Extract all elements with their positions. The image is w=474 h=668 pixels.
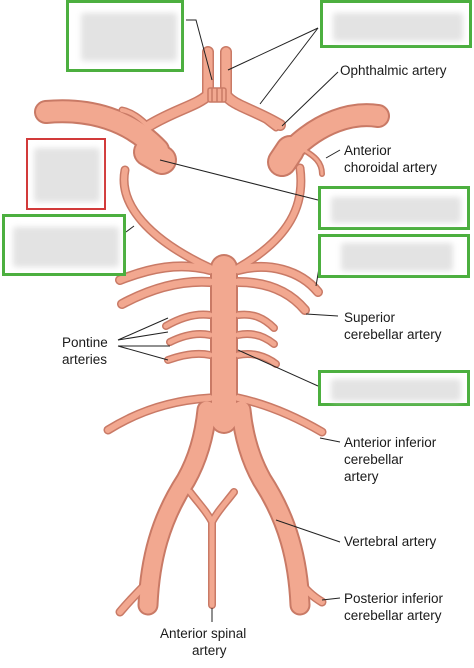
leader-box-right-2 [159,159,319,201]
posterior-inferior-cerebellar-artery-label-line-2: cerebellar artery [344,608,442,623]
label-box-right-4[interactable] [318,370,470,406]
vertebral-artery-label: Vertebral artery [344,534,437,549]
leader-vertebral [275,519,341,543]
leader-box-left-2 [125,225,135,233]
leader-top-right-a [227,27,319,71]
label-box-left-1[interactable] [26,138,106,210]
leader-ophthalmic [281,71,339,127]
leader-top-right-b [259,27,319,105]
anterior-choroidal-artery-label-line-2: choroidal artery [344,160,438,175]
leader-aica [319,437,341,443]
label-box-right-2[interactable] [318,186,470,230]
anterior-spinal-artery-label-line-1: Anterior spinal [160,626,247,641]
leader-pontine-2 [117,331,169,341]
label-box-top-right[interactable] [320,0,472,48]
leader-lines [117,19,341,622]
pontine-arteries-label-line-2: arteries [62,352,108,367]
leader-box-right-4 [237,349,319,387]
ophthalmic-artery-label: Ophthalmic artery [340,63,447,78]
anterior-inferior-cerebellar-artery-label-line-3: artery [344,469,379,484]
leader-pica [321,597,341,601]
superior-cerebellar-artery-label-line-2: cerebellar artery [344,327,442,342]
anterior-inferior-cerebellar-artery-label-line-2: cerebellar [344,452,404,467]
anterior-spinal-artery-label-line-2: artery [192,643,227,658]
leader-anterior-choroidal [325,149,341,159]
pontine-arteries-label-line-1: Pontine [62,335,108,350]
superior-cerebellar-artery-label-line-1: Superior [344,310,396,325]
anterior-inferior-cerebellar-artery-label-line-1: Anterior inferior [344,435,437,450]
label-box-left-2[interactable] [2,214,126,276]
posterior-inferior-cerebellar-artery-label-line-1: Posterior inferior [344,591,444,606]
label-box-right-3[interactable] [318,234,470,278]
leader-pontine-4 [117,345,169,361]
anterior-choroidal-artery-label-line-1: Anterior [344,143,392,158]
leader-superior-cerebellar [305,313,339,317]
leader-top-left [186,19,213,81]
leader-pontine-1 [117,317,169,341]
label-box-top-left[interactable] [66,0,184,72]
anterior-communicating-artery [207,87,227,103]
